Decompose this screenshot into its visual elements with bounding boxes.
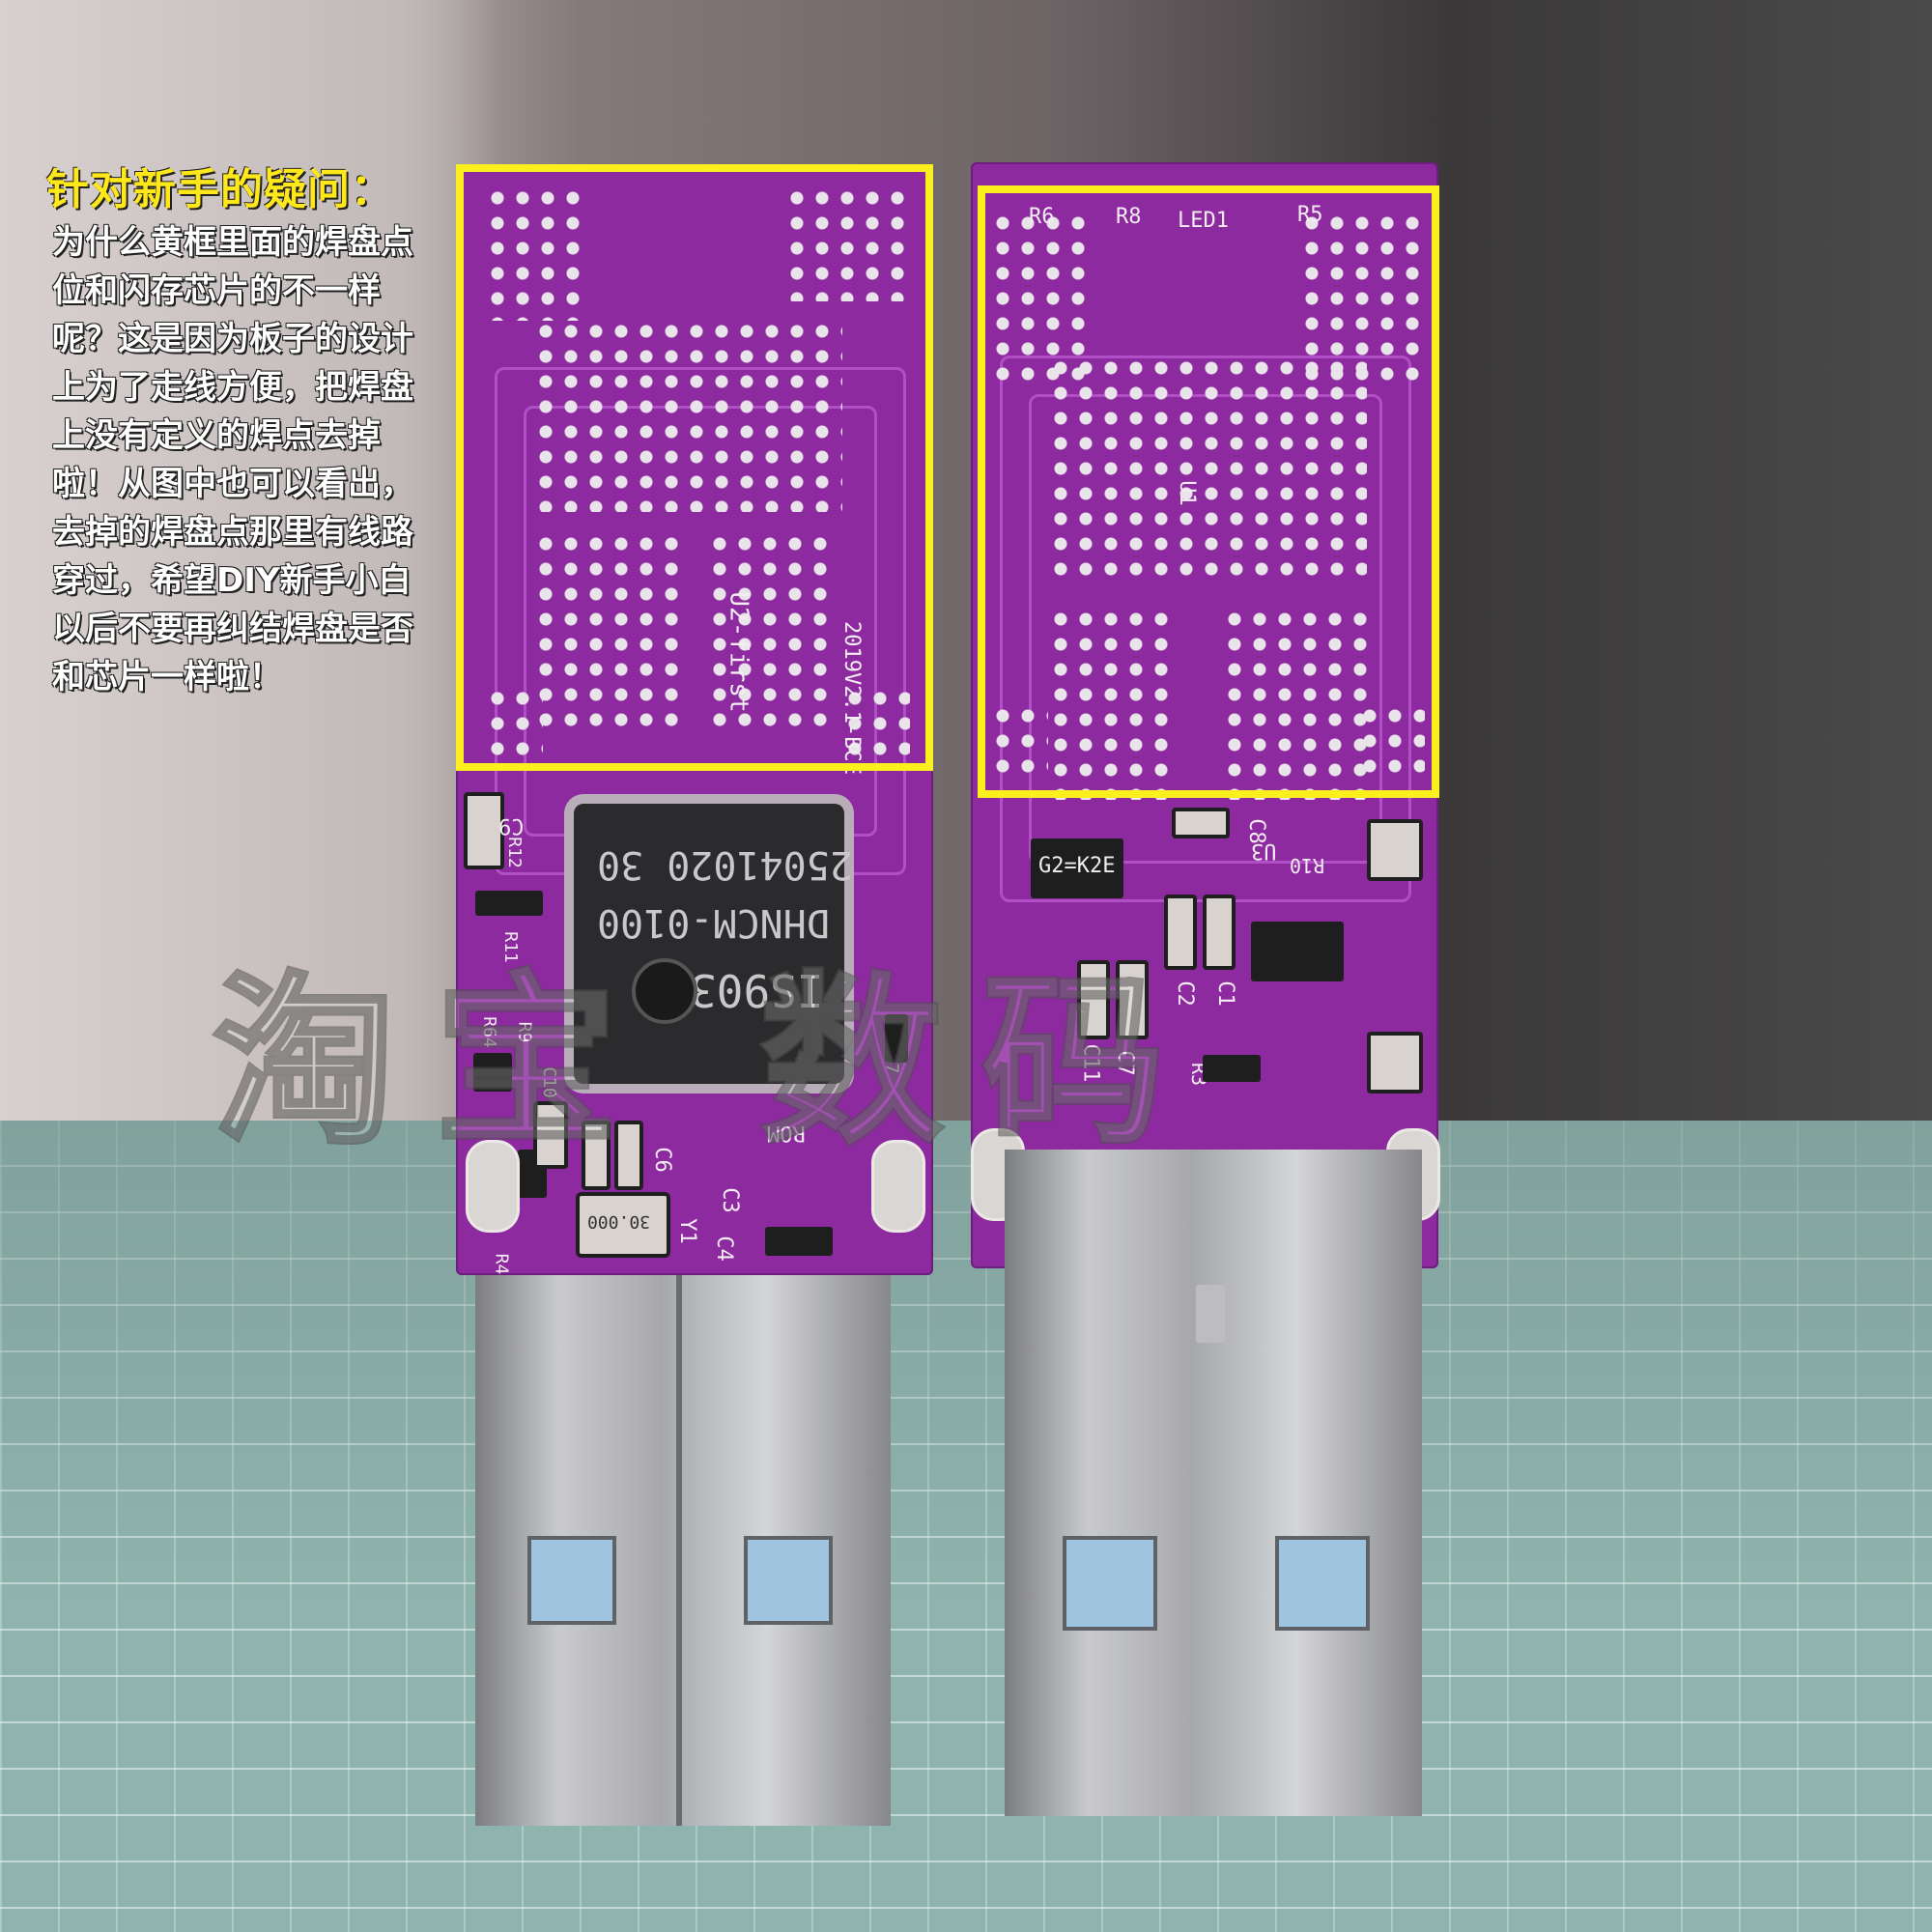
usb-connector-left xyxy=(475,1275,891,1826)
resistor xyxy=(475,891,543,916)
resistor xyxy=(1203,1055,1261,1082)
silk-r8: R8 xyxy=(1116,205,1142,229)
resistor xyxy=(473,1053,512,1092)
tactile-switch xyxy=(1367,1032,1423,1094)
capacitor xyxy=(614,1121,643,1190)
highlight-frame-left xyxy=(456,164,933,771)
silk-c9: C9 xyxy=(498,813,525,838)
capacitor xyxy=(1077,960,1110,1039)
usb-window xyxy=(1275,1536,1370,1631)
bga-pads xyxy=(533,319,842,512)
capacitor xyxy=(464,792,504,869)
silk-r4: R4 xyxy=(491,1253,512,1275)
capacitor xyxy=(1172,808,1230,838)
silk-r12: R12 xyxy=(503,837,525,868)
cutting-mat-shade xyxy=(0,1121,1932,1932)
silk-u3: U3 xyxy=(1251,838,1277,863)
bga-pads xyxy=(842,686,910,763)
bga-pads xyxy=(1048,607,1174,800)
controller-chip-is903: 25041020 30 DHNCM-0100 IS903 xyxy=(574,804,853,1084)
capacitor xyxy=(533,1101,568,1169)
resistor xyxy=(765,1227,833,1256)
silk-crystal: 30.000 xyxy=(587,1211,651,1232)
mounting-pad xyxy=(871,1140,925,1233)
bga-pads xyxy=(485,686,543,763)
capacitor xyxy=(1116,960,1149,1039)
regulator-ic: G2=K2E xyxy=(1031,838,1123,898)
bga-pads xyxy=(485,185,591,321)
chip-line-date: 25041020 30 xyxy=(597,842,853,887)
right-pcb-board: R6 R8 LED1 R5 U1 C8 G2=K2E R10 U3 C2 C1 … xyxy=(971,162,1440,1268)
usb-seam xyxy=(676,1275,682,1826)
eeprom-ic xyxy=(1251,922,1344,981)
silk-r6: R6 xyxy=(1029,205,1055,229)
silk-ic-mark: G2=K2E xyxy=(1038,854,1116,878)
silk-r10: R10 xyxy=(1290,854,1325,877)
silk-r5: R5 xyxy=(1297,203,1323,227)
silk-y1: Y1 xyxy=(674,1218,699,1244)
usb-window xyxy=(1063,1536,1157,1631)
watermark-text: 淘宝 数码 xyxy=(211,953,1205,1171)
highlight-frame-right xyxy=(978,185,1439,798)
annotation-title: 针对新手的疑问： xyxy=(46,165,394,214)
annotation-body: 为什么黄框里面的焊盘点位和闪存芯片的不一样呢？这是因为板子的设计上为了走线方便，… xyxy=(52,223,413,696)
usb-window xyxy=(744,1536,833,1625)
usb-window xyxy=(527,1536,616,1625)
mounting-pad xyxy=(466,1140,520,1233)
capacitor xyxy=(582,1121,611,1190)
capacitor xyxy=(1164,895,1197,970)
bga-pads xyxy=(1048,355,1367,587)
chip-logo-icon xyxy=(632,958,697,1024)
silk-c3: C3 xyxy=(717,1187,742,1213)
background-wall-light xyxy=(0,0,502,1121)
tactile-switch xyxy=(1367,819,1423,881)
bga-pads xyxy=(784,185,910,301)
bga-pads xyxy=(707,531,833,734)
capacitor xyxy=(1203,895,1236,970)
usb-connector-right xyxy=(1005,1150,1422,1816)
resistor xyxy=(885,1014,908,1063)
bga-pads xyxy=(1357,703,1425,781)
bga-pads xyxy=(990,703,1048,781)
bga-pads xyxy=(533,531,678,734)
bga-pads xyxy=(1222,607,1367,800)
silk-led1: LED1 xyxy=(1178,209,1229,233)
silk-c4: C4 xyxy=(711,1236,736,1262)
left-pcb-board: U2-first 2019V2.1-BCE C9 R12 R11 R64 R9 … xyxy=(456,164,933,1275)
crystal-oscillator: 30.000 xyxy=(576,1192,670,1258)
silk-c1: C1 xyxy=(1212,980,1237,1007)
usb-slot xyxy=(1196,1285,1225,1343)
